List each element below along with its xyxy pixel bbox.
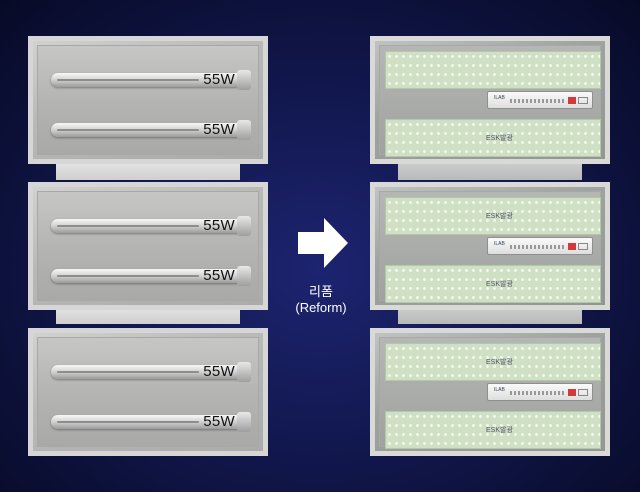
tube-wattage-label: 55W (203, 71, 235, 88)
fluorescent-fixture-1: 55W 55W (28, 36, 268, 164)
fluorescent-tube: 55W (51, 70, 251, 90)
tube-wattage-label: 55W (203, 217, 235, 234)
led-board: ESK발광 (385, 197, 601, 235)
led-fixture-1: ILAB ESK발광 (370, 36, 610, 164)
led-board: ESK발광 (385, 119, 601, 157)
reform-caption: 리폼 (Reform) (286, 284, 356, 316)
caption-korean: 리폼 (309, 284, 333, 299)
board-brand: ESK발광 (486, 427, 513, 434)
fluorescent-fixture-2: 55W 55W (28, 182, 268, 310)
fluorescent-tube: 55W (51, 216, 251, 236)
led-board: ESK발광 (385, 411, 601, 449)
driver-label: ILAB (494, 387, 505, 393)
led-driver: ILAB (487, 383, 593, 401)
board-brand: ESK발광 (486, 135, 513, 142)
board-brand: ESK발광 (486, 281, 513, 288)
led-board (385, 51, 601, 89)
led-fixture-3: ESK발광 ILAB ESK발광 (370, 328, 610, 456)
tube-wattage-label: 55W (203, 363, 235, 380)
board-brand: ESK발광 (486, 213, 513, 220)
led-board: ESK발광 (385, 343, 601, 381)
before-fixture-stack: 55W 55W 55W 55W 55W 55W (28, 36, 268, 456)
fluorescent-tube: 55W (51, 362, 251, 382)
tube-wattage-label: 55W (203, 267, 235, 284)
driver-label: ILAB (494, 241, 505, 247)
fluorescent-tube: 55W (51, 266, 251, 286)
fluorescent-tube: 55W (51, 120, 251, 140)
led-driver: ILAB (487, 237, 593, 255)
led-board: ESK발광 (385, 265, 601, 303)
led-driver: ILAB (487, 91, 593, 109)
right-arrow-icon (298, 218, 348, 268)
fluorescent-tube: 55W (51, 412, 251, 432)
board-brand: ESK발광 (486, 359, 513, 366)
led-fixture-2: ESK발광 ILAB ESK발광 (370, 182, 610, 310)
driver-label: ILAB (494, 95, 505, 101)
caption-english: (Reform) (295, 300, 347, 315)
tube-wattage-label: 55W (203, 413, 235, 430)
tube-wattage-label: 55W (203, 121, 235, 138)
fixture-connector (56, 160, 240, 180)
after-fixture-stack: ILAB ESK발광 ESK발광 ILAB ESK발광 ESK발광 ILAB E… (370, 36, 610, 456)
fixture-connector (398, 160, 582, 180)
fluorescent-fixture-3: 55W 55W (28, 328, 268, 456)
